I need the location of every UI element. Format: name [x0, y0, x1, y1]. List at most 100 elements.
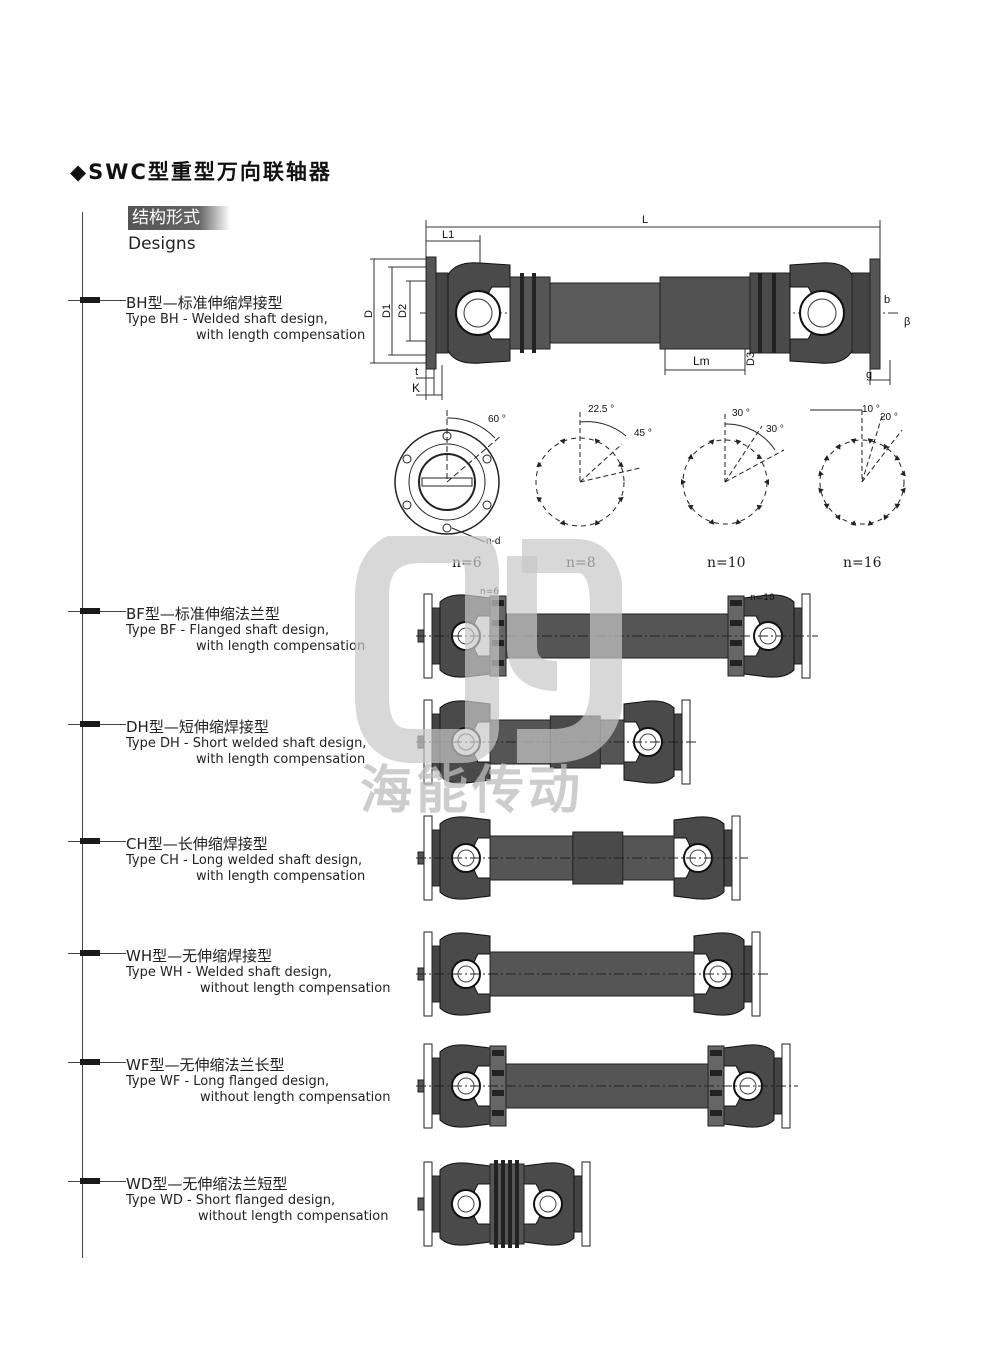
pattern-16-angle2: 20 ° — [880, 412, 898, 423]
dim-t-label: t — [415, 366, 418, 378]
bf-left-label: n=6 — [480, 587, 499, 597]
pattern-16-angle1: 10 ° — [862, 404, 880, 415]
flange-bolt — [492, 1110, 504, 1116]
flange-plate — [423, 1161, 433, 1247]
pattern-8-angle1: 22.5 ° — [588, 404, 614, 415]
flange-bolt — [710, 1110, 722, 1116]
bolt-hole-mark — [764, 479, 769, 485]
pattern-16-label: n=16 — [843, 555, 882, 571]
hub — [573, 1175, 583, 1233]
bf-right-label: n=10 — [750, 593, 775, 603]
bolt — [494, 1160, 498, 1248]
bolt-hole-mark — [756, 504, 763, 511]
dim-k-label: K — [412, 381, 420, 395]
bolt-hole-mark — [894, 503, 901, 509]
design-name-cn: BH型—标准伸缩焊接型 — [126, 294, 283, 312]
bolt-hole-mark — [900, 487, 906, 494]
section-title-en: Designs — [128, 234, 196, 254]
design-desc-en: without length compensation — [200, 981, 391, 996]
wd-coupling-drawing — [417, 1160, 591, 1248]
flange-bolt — [492, 1050, 504, 1056]
design-name-cn: WF型—无伸缩法兰长型 — [126, 1056, 285, 1074]
bolt-hole-mark — [756, 453, 763, 460]
flange-bolt — [492, 1070, 504, 1076]
bolt-hole-mark — [559, 519, 566, 526]
design-desc-en: without length compensation — [198, 1209, 389, 1224]
design-desc-en: with length compensation — [196, 639, 366, 654]
cross-shaft — [457, 1195, 475, 1213]
bolt-patterns: 60 ° n-d 22.5 ° 45 ° 30 ° 30 ° 10 ° 20 ° — [394, 404, 906, 547]
wh-coupling-drawing — [416, 931, 768, 1017]
design-name-en: Type DH - Short welded shaft design, — [126, 736, 367, 751]
design-desc-en: with length compensation — [196, 752, 366, 767]
bolt — [508, 1160, 512, 1248]
watermark-text: 海能传动 — [360, 761, 585, 821]
bolt-hole-mark — [867, 438, 874, 444]
design-name-en: Type WD - Short flanged design, — [126, 1193, 336, 1208]
section-title-cn: 结构形式 — [128, 206, 230, 230]
bf-coupling-drawing — [416, 593, 818, 679]
flange-bolt — [492, 620, 504, 626]
flange-bolt — [492, 600, 504, 606]
bolt-hole-mark — [894, 455, 901, 461]
bolt-hole-mark — [823, 455, 830, 461]
item-marker — [80, 721, 100, 727]
dim-l1-label: L1 — [442, 229, 454, 241]
bolt-hole-mark — [708, 519, 715, 525]
flange-bolt — [730, 640, 742, 646]
flange-bolt — [710, 1090, 722, 1096]
item-marker — [80, 297, 100, 303]
pattern-6-angle: 60 ° — [488, 414, 506, 425]
bolt-hole-mark — [687, 504, 694, 511]
bolt-hole-mark — [617, 496, 624, 503]
bolt — [501, 1160, 505, 1248]
bolt-hole-mark — [850, 520, 857, 526]
item-marker — [80, 1059, 100, 1065]
design-name-en: Type CH - Long welded shaft design, — [126, 853, 363, 868]
dim-d1-label: D1 — [381, 304, 393, 318]
design-desc-en: with length compensation — [196, 328, 366, 343]
bolt-hole-mark — [835, 514, 841, 521]
bolt-hole-mark — [708, 439, 715, 445]
bolt-hole-mark — [850, 438, 857, 444]
pattern-10-label: n=10 — [707, 555, 746, 571]
bolt — [515, 1160, 519, 1248]
hub — [431, 1175, 441, 1233]
dim-d-label: D — [363, 310, 375, 318]
bolt-hole-mark — [735, 519, 742, 525]
item-marker — [80, 838, 100, 844]
item-marker — [80, 1178, 100, 1184]
design-name-cn: WD型—无伸缩法兰短型 — [126, 1175, 288, 1193]
flange-bolt — [730, 600, 742, 606]
bolt-hole-mark — [823, 503, 830, 509]
bolt-hole-mark — [687, 453, 694, 460]
flange-bolt — [710, 1070, 722, 1076]
item-marker — [80, 608, 100, 614]
flange-bolt — [492, 1090, 504, 1096]
design-name-en: Type BF - Flanged shaft design, — [126, 623, 330, 638]
item-marker — [80, 950, 100, 956]
timeline-line — [82, 212, 83, 1258]
pattern-6-nd-label: n-d — [486, 536, 500, 547]
key — [417, 1197, 425, 1211]
bh-dimension-drawing: L L1 D D1 D2 D3 Lm t K g b β — [363, 215, 910, 400]
bolt-hole-mark — [594, 519, 601, 526]
design-name-cn: BF型—标准伸缩法兰型 — [126, 605, 280, 623]
design-desc-en: without length compensation — [200, 1090, 391, 1105]
bolt-hole-mark — [536, 496, 543, 503]
wf-coupling-drawing — [416, 1043, 798, 1129]
dim-lm-label: Lm — [693, 354, 710, 368]
pattern-8-label: n=8 — [566, 555, 596, 571]
flange-bolt — [492, 660, 504, 666]
flange-bolt — [730, 660, 742, 666]
bolt-hole-mark — [900, 470, 906, 477]
dim-beta-label: β — [904, 316, 910, 328]
pattern-10-angle2: 30 ° — [766, 424, 784, 435]
design-name-cn: WH型—无伸缩焊接型 — [126, 947, 273, 965]
flange-plate — [581, 1161, 591, 1247]
design-name-cn: DH型—短伸缩焊接型 — [126, 718, 269, 736]
bolt-hole-mark — [883, 443, 889, 450]
bolt-hole-mark — [735, 439, 742, 445]
pattern-6-label: n=6 — [452, 555, 482, 571]
design-name-en: Type WF - Long flanged design, — [126, 1074, 330, 1089]
